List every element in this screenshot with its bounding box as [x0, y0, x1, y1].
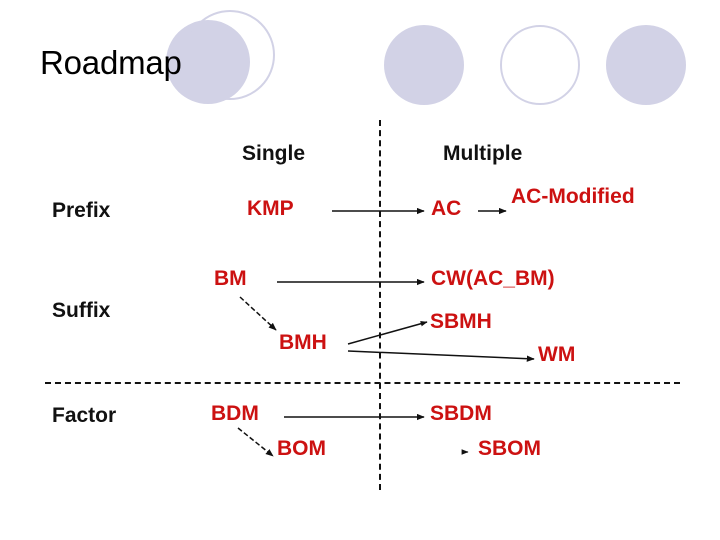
- node-bm: BM: [214, 267, 247, 290]
- node-sbdm: SBDM: [430, 402, 492, 425]
- node-bom: BOM: [277, 437, 326, 460]
- node-sbom: SBOM: [478, 437, 541, 460]
- decor-circle-filled-3: [606, 25, 686, 105]
- decor-circle-filled-2: [384, 25, 464, 105]
- node-cw-ac-bm: CW(AC_BM): [431, 267, 555, 290]
- arrow-bm-to-bmh: [239, 296, 277, 331]
- arrow-bmh-to-wm: [347, 350, 535, 362]
- column-header-single: Single: [242, 142, 306, 165]
- row-label-suffix: Suffix: [52, 299, 111, 322]
- arrow-bmh-to-sbmh: [347, 321, 428, 345]
- vertical-dashed-divider: [379, 120, 381, 490]
- row-label-factor: Factor: [52, 404, 117, 427]
- row-label-prefix: Prefix: [52, 199, 111, 222]
- column-header-multiple: Multiple: [443, 142, 523, 165]
- node-bdm: BDM: [211, 402, 259, 425]
- page-title: Roadmap: [40, 44, 182, 81]
- arrow-bdm-to-bom: [237, 427, 274, 457]
- node-wm: WM: [538, 343, 576, 366]
- horizontal-dashed-divider: [45, 382, 680, 384]
- node-bmh: BMH: [279, 331, 327, 354]
- node-kmp: KMP: [247, 197, 294, 220]
- decor-circle-outline-1: [185, 10, 275, 100]
- decor-circle-outline-2: [500, 25, 580, 105]
- node-ac-modified: AC-Modified: [511, 185, 635, 208]
- node-ac: AC: [431, 197, 462, 220]
- node-sbmh: SBMH: [430, 310, 492, 333]
